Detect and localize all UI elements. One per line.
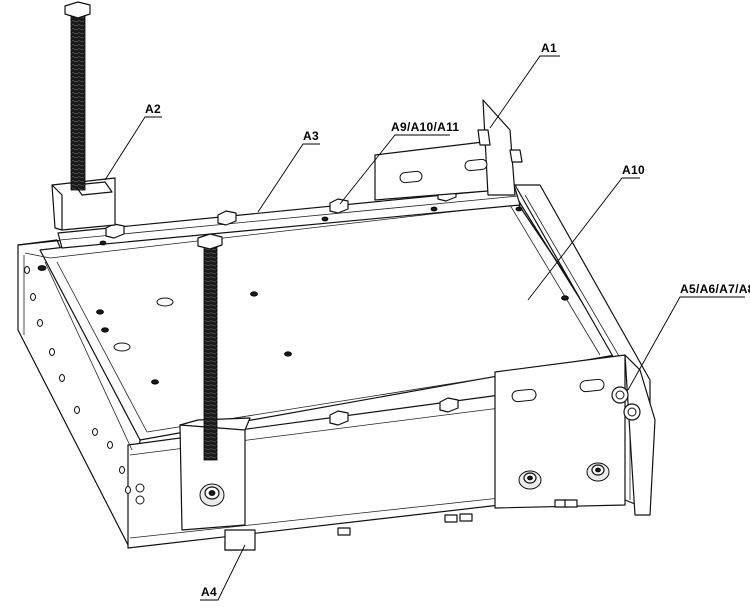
rod-a2 bbox=[64, 1, 91, 191]
label-a4: A4 bbox=[201, 585, 217, 599]
front-edge-bolts bbox=[329, 397, 459, 426]
bracket-a4 bbox=[179, 417, 256, 551]
rail-a3 bbox=[57, 187, 523, 249]
bolt-fb-2 bbox=[586, 462, 610, 482]
side-wall-holes bbox=[24, 266, 145, 505]
label-a10: A10 bbox=[622, 163, 645, 177]
a3-bolts bbox=[105, 186, 457, 239]
leader-a9 bbox=[339, 134, 450, 205]
rod-a4 bbox=[197, 233, 223, 461]
label-a5-a6-a7-a8: A5/A6/A7/A8 bbox=[680, 282, 750, 296]
bolt-fb-1 bbox=[518, 470, 542, 490]
part-labels: A1 A2 A3 A9/A10/A11 A10 A5/A6/A7/A8 A4 bbox=[145, 41, 750, 599]
leader-a3 bbox=[257, 143, 320, 213]
leader-a5 bbox=[627, 296, 745, 391]
leader-a1 bbox=[489, 55, 560, 129]
label-a2: A2 bbox=[145, 102, 161, 116]
bracket-a2 bbox=[51, 177, 116, 231]
leader-a10 bbox=[527, 177, 640, 301]
bracket-a1 bbox=[374, 99, 523, 201]
leader-lines bbox=[104, 55, 745, 601]
top-plate-holes bbox=[37, 265, 569, 385]
bolt-side-2 bbox=[623, 403, 641, 421]
leader-a2 bbox=[104, 116, 162, 181]
leader-a4 bbox=[200, 544, 246, 601]
bolt-a3-2 bbox=[217, 210, 237, 226]
bolt-fe-2 bbox=[439, 397, 459, 413]
bolt-side-1 bbox=[611, 386, 629, 404]
label-a1: A1 bbox=[541, 41, 557, 55]
bolt-fe-1 bbox=[329, 410, 349, 426]
label-a9-a10-a11: A9/A10/A11 bbox=[391, 120, 459, 134]
front-bracket-bolts bbox=[518, 386, 641, 490]
label-a3: A3 bbox=[303, 129, 319, 143]
bolt-a3-3 bbox=[329, 198, 349, 214]
